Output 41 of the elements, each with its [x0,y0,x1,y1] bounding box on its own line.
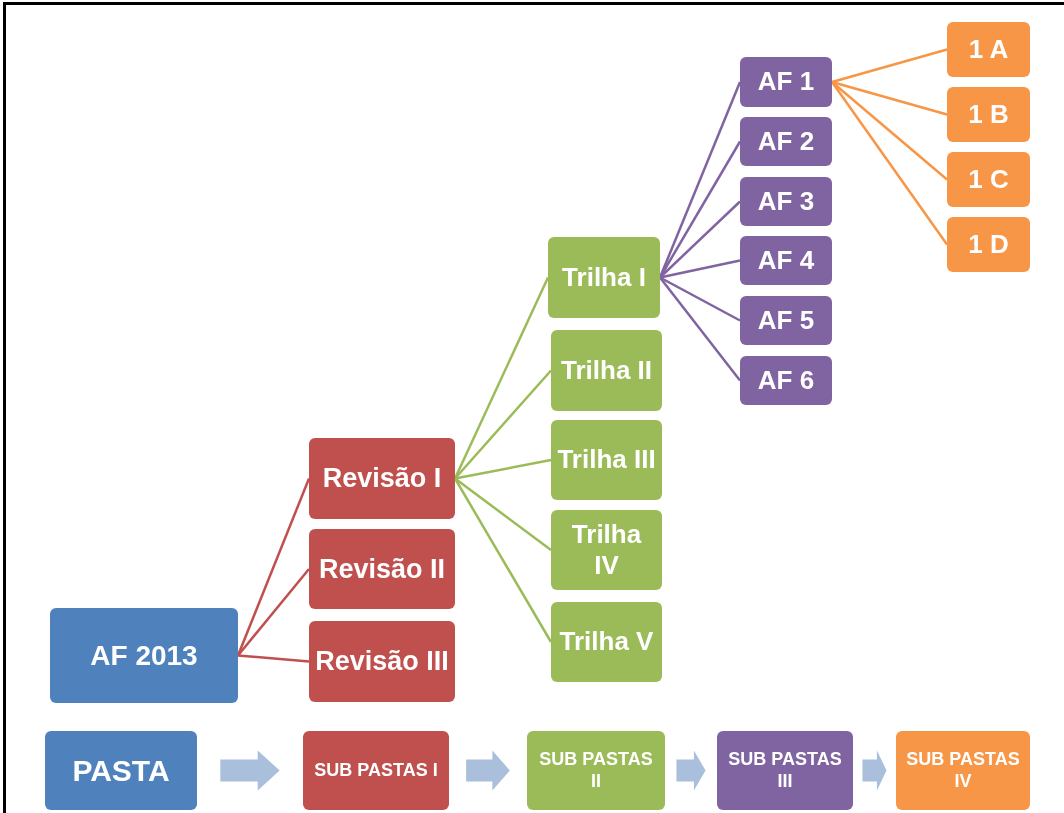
block-arrow [862,750,887,791]
connector-line [659,200,741,279]
folder-box: Revisão III [309,621,455,702]
block-arrow [676,750,706,791]
connector-line [454,458,552,480]
folder-box: PASTA [45,731,197,810]
connector-line [831,80,948,116]
folder-box: SUB PASTAS III [717,731,853,810]
connector-line [831,48,948,84]
connector-line [659,276,741,322]
folder-box: Trilha V [551,602,662,682]
folder-box: Trilha I [548,237,660,318]
folder-box: Trilha IV [551,510,662,590]
connector-line [830,81,949,246]
folder-box: 1 D [947,217,1030,272]
connector-line [454,477,552,551]
folder-box: 1 B [947,87,1030,142]
folder-box: Revisão II [309,529,455,609]
folder-box: 1 C [947,152,1030,207]
folder-box: AF 6 [740,356,832,405]
folder-box: 1 A [947,22,1030,77]
connector-line [237,654,310,663]
folder-box: Revisão I [309,438,455,519]
block-arrow [220,750,280,791]
folder-box: AF 2 [740,117,832,166]
folder-box: AF 5 [740,296,832,345]
folder-box: SUB PASTAS IV [896,731,1030,810]
connector-line [454,369,552,480]
folder-box: AF 1 [740,57,832,107]
connector-line [236,478,311,656]
folder-box: Trilha II [551,330,662,411]
folder-box: SUB PASTAS I [303,731,449,810]
connector-line [659,276,741,382]
connector-line [237,568,310,657]
folder-box: AF 4 [740,236,832,285]
folder-box: AF 2013 [50,608,238,703]
folder-box: Trilha III [551,420,662,500]
folder-box: SUB PASTAS II [527,731,665,810]
folder-box: AF 3 [740,177,832,226]
connector-line [659,259,741,279]
block-arrow [466,750,510,791]
